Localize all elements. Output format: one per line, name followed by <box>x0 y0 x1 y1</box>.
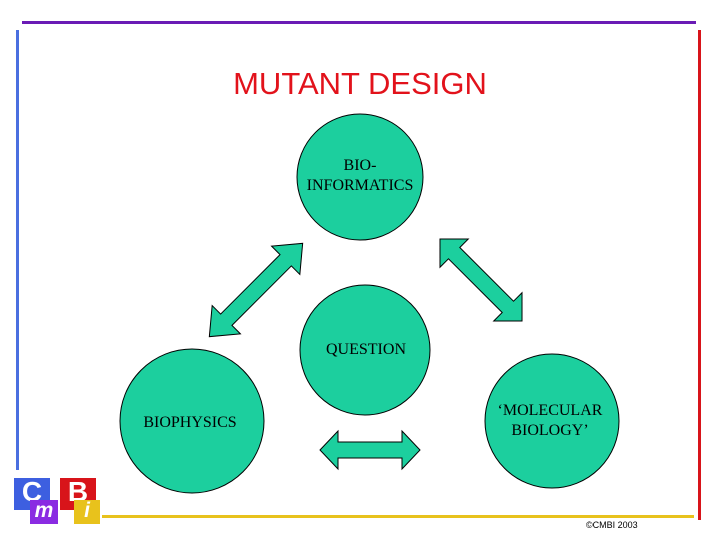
node-biophysics <box>119 348 265 494</box>
node-bioinformatics <box>296 113 424 241</box>
logo-letter-i: i <box>74 500 100 524</box>
label-biophysics: BIOPHYSICS <box>143 414 237 431</box>
double-arrow-bottom <box>319 429 421 471</box>
right-border-line <box>698 30 701 520</box>
label-question: QUESTION <box>326 341 406 358</box>
logo-letter-m: m <box>30 500 58 524</box>
left-border-line <box>16 30 19 470</box>
double-arrow-right <box>439 238 523 322</box>
top-border-line <box>22 21 696 24</box>
slide-title: MUTANT DESIGN <box>233 66 487 101</box>
node-molecular-biology <box>484 353 620 489</box>
copyright-text: ©CMBI 2003 <box>586 520 638 530</box>
label-molecular-biology: ‘MOLECULAR BIOLOGY’ <box>497 402 603 439</box>
double-arrow-left <box>208 242 304 338</box>
node-question <box>299 284 431 416</box>
label-bioinformatics: BIO- INFORMATICS <box>306 157 414 194</box>
bottom-border-line <box>102 515 694 518</box>
